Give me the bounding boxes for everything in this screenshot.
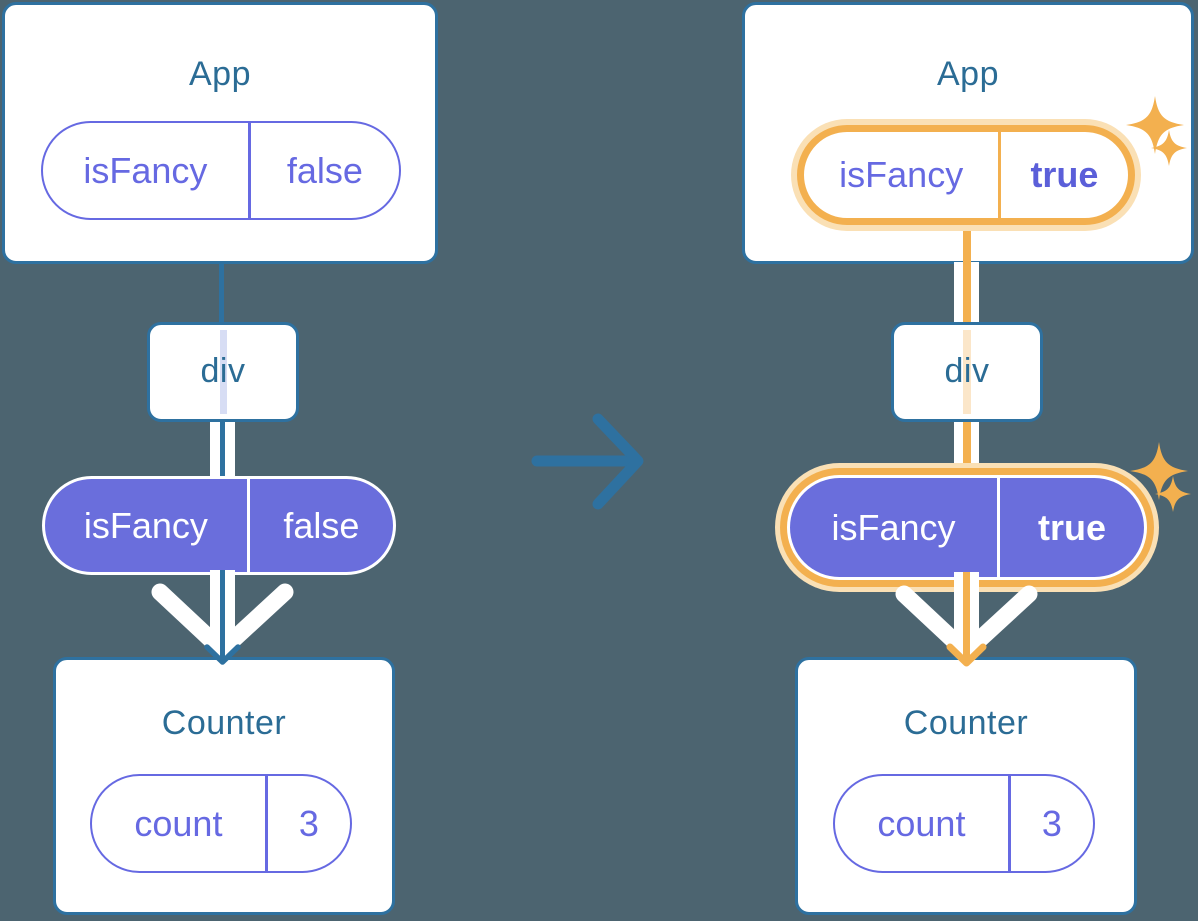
pill-divider (1007, 776, 1011, 871)
prop-name: isFancy (831, 506, 956, 548)
pill-divider (246, 479, 250, 572)
left-counter-state-pill: count 3 (90, 774, 352, 873)
right-div-prop-trace (963, 330, 971, 414)
left-app-prop-pill: isFancy false (41, 121, 401, 220)
left-connector-core (220, 422, 225, 478)
pill-divider (997, 478, 1001, 577)
transition-arrow-icon (531, 413, 644, 510)
left-div-prop-trace (220, 330, 227, 414)
prop-value: true (1038, 506, 1107, 548)
right-connector-core (963, 422, 971, 478)
thin-arrowhead-icon (204, 644, 241, 665)
big-white-chevron-icon (151, 583, 294, 659)
state-name: count (877, 802, 966, 844)
right-connector-core (963, 262, 971, 322)
thin-arrowhead-icon (946, 643, 987, 667)
prop-name: isFancy (83, 504, 208, 546)
prop-value: true (1030, 154, 1099, 195)
right-passed-prop-pill: isFancy true (790, 478, 1144, 577)
right-app-prop-trace (963, 227, 971, 267)
prop-value: false (286, 149, 363, 191)
left-counter-title: Counter (161, 704, 287, 742)
state-name: count (134, 802, 223, 844)
left-connector-app-div (219, 264, 224, 324)
right-div-box: div (891, 322, 1043, 422)
prop-value: false (283, 504, 360, 546)
right-app-prop-pill: isFancy true (797, 125, 1135, 225)
left-div-box: div (147, 322, 299, 422)
pill-divider (264, 776, 268, 871)
left-passed-prop-pill: isFancy false (42, 476, 396, 575)
left-down-arrow (151, 570, 294, 665)
pill-divider (247, 123, 251, 218)
state-value: 3 (298, 802, 319, 844)
prop-name: isFancy (83, 149, 208, 191)
right-counter-state-pill: count 3 (833, 774, 1095, 873)
right-counter-title: Counter (903, 704, 1029, 742)
prop-name: isFancy (839, 154, 964, 195)
right-app-title: App (937, 55, 999, 93)
pill-divider (998, 132, 1001, 218)
state-value: 3 (1041, 802, 1062, 844)
left-div-label: div (200, 352, 246, 390)
sparkle-icon (1130, 442, 1191, 512)
right-div-label: div (944, 352, 990, 390)
right-down-arrow (895, 572, 1038, 667)
big-white-chevron-icon (895, 585, 1038, 661)
sparkle-icon (1126, 96, 1187, 166)
left-app-title: App (189, 55, 251, 93)
